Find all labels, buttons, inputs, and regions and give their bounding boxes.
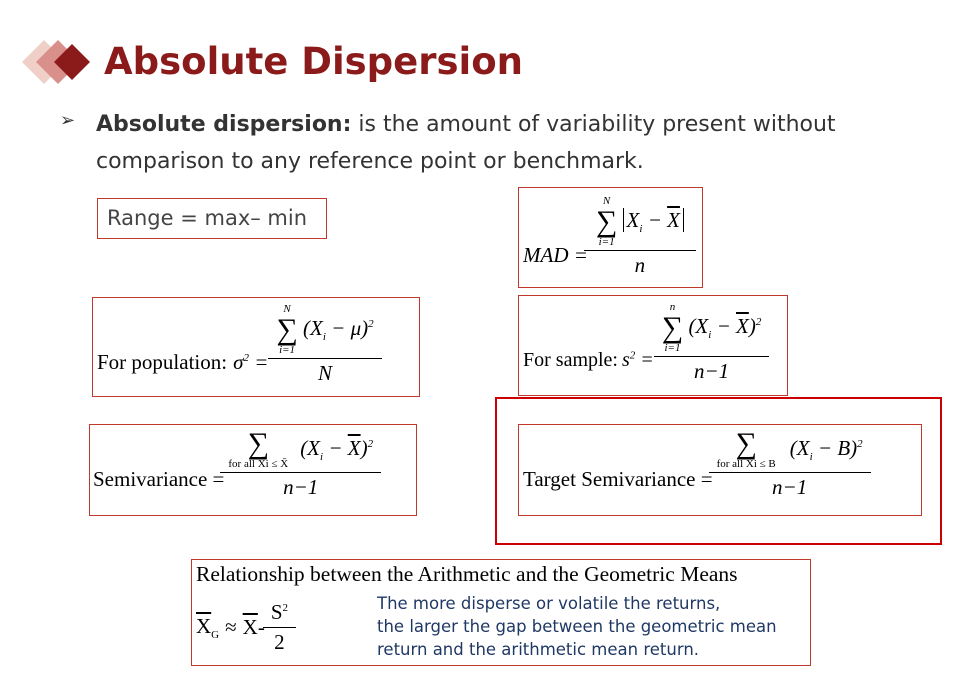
sample-denominator: n−1 — [653, 356, 770, 384]
sigma-symbol-pop: N∑i=1 — [276, 303, 298, 356]
target-condition: for all Xi ≤ B — [716, 458, 776, 470]
bullet-term: Absolute dispersion: — [96, 112, 352, 137]
bullet-definition: Absolute dispersion: is the amount of va… — [96, 106, 856, 180]
semivariance-denominator: n−1 — [220, 472, 382, 500]
bullet-text: is the amount of variability present wit… — [96, 112, 836, 174]
slide-title: Absolute Dispersion — [104, 40, 523, 83]
target-semivariance-highlight — [495, 397, 942, 545]
semivariance-condition: for all Xi ≤ X̄ — [228, 458, 289, 470]
bullet-arrow-icon: ➢ — [60, 110, 76, 131]
target-semivariance-fraction: ∑for all Xi ≤ B (Xi − B)2 n−1 — [708, 427, 871, 500]
semivariance-label: Semivariance = — [93, 467, 225, 491]
semivariance-fraction: ∑for all Xi ≤ X̄ (Xi − X)2 n−1 — [220, 427, 382, 500]
relationship-note: The more disperse or volatile the return… — [377, 592, 777, 661]
target-semivariance-denominator: n−1 — [708, 472, 871, 500]
relationship-heading: Relationship between the Arithmetic and … — [196, 562, 738, 586]
relationship-box: Relationship between the Arithmetic and … — [191, 559, 811, 666]
sigma-symbol-semivar: ∑for all Xi ≤ X̄ — [228, 427, 289, 470]
mad-fraction: N∑i=1 Xi − X n — [583, 195, 696, 278]
range-formula-box: Range = max– min — [97, 198, 327, 239]
population-fraction: N∑i=1 (Xi − μ)2 N — [268, 303, 382, 386]
sample-label: For sample: — [523, 348, 618, 371]
note-line-3: return and the arithmetic mean return. — [377, 640, 700, 659]
population-label: For population: — [97, 349, 228, 374]
sample-fraction: n∑i=1 (Xi − X)2 n−1 — [653, 301, 770, 384]
geometric-mean-approximation: XG ≈ X- S2 2 — [196, 600, 297, 655]
range-formula: Range = max– min — [107, 206, 308, 230]
semivariance-box: Semivariance = ∑for all Xi ≤ X̄ (Xi − X)… — [89, 424, 417, 516]
target-semivariance-box: Target Semivariance = ∑for all Xi ≤ B (X… — [518, 424, 922, 516]
population-variance-box: For population: σ2 = N∑i=1 (Xi − μ)2 N — [92, 297, 420, 397]
sigma-symbol-mad: N∑i=1 — [595, 195, 618, 248]
sigma-symbol-sample: n∑i=1 — [661, 301, 684, 354]
sample-variance-box: For sample: s2 = n∑i=1 (Xi − X)2 n−1 — [518, 295, 788, 396]
note-line-2: the larger the gap between the geometric… — [377, 617, 777, 636]
mad-formula-box: MAD = N∑i=1 Xi − X n — [518, 187, 703, 288]
sigma-symbol-target: ∑for all Xi ≤ B — [716, 427, 776, 470]
title-diamond-logo — [22, 40, 90, 84]
mad-lhs: MAD = — [523, 242, 588, 267]
target-semivariance-label: Target Semivariance = — [523, 467, 713, 491]
note-line-1: The more disperse or volatile the return… — [377, 594, 721, 613]
